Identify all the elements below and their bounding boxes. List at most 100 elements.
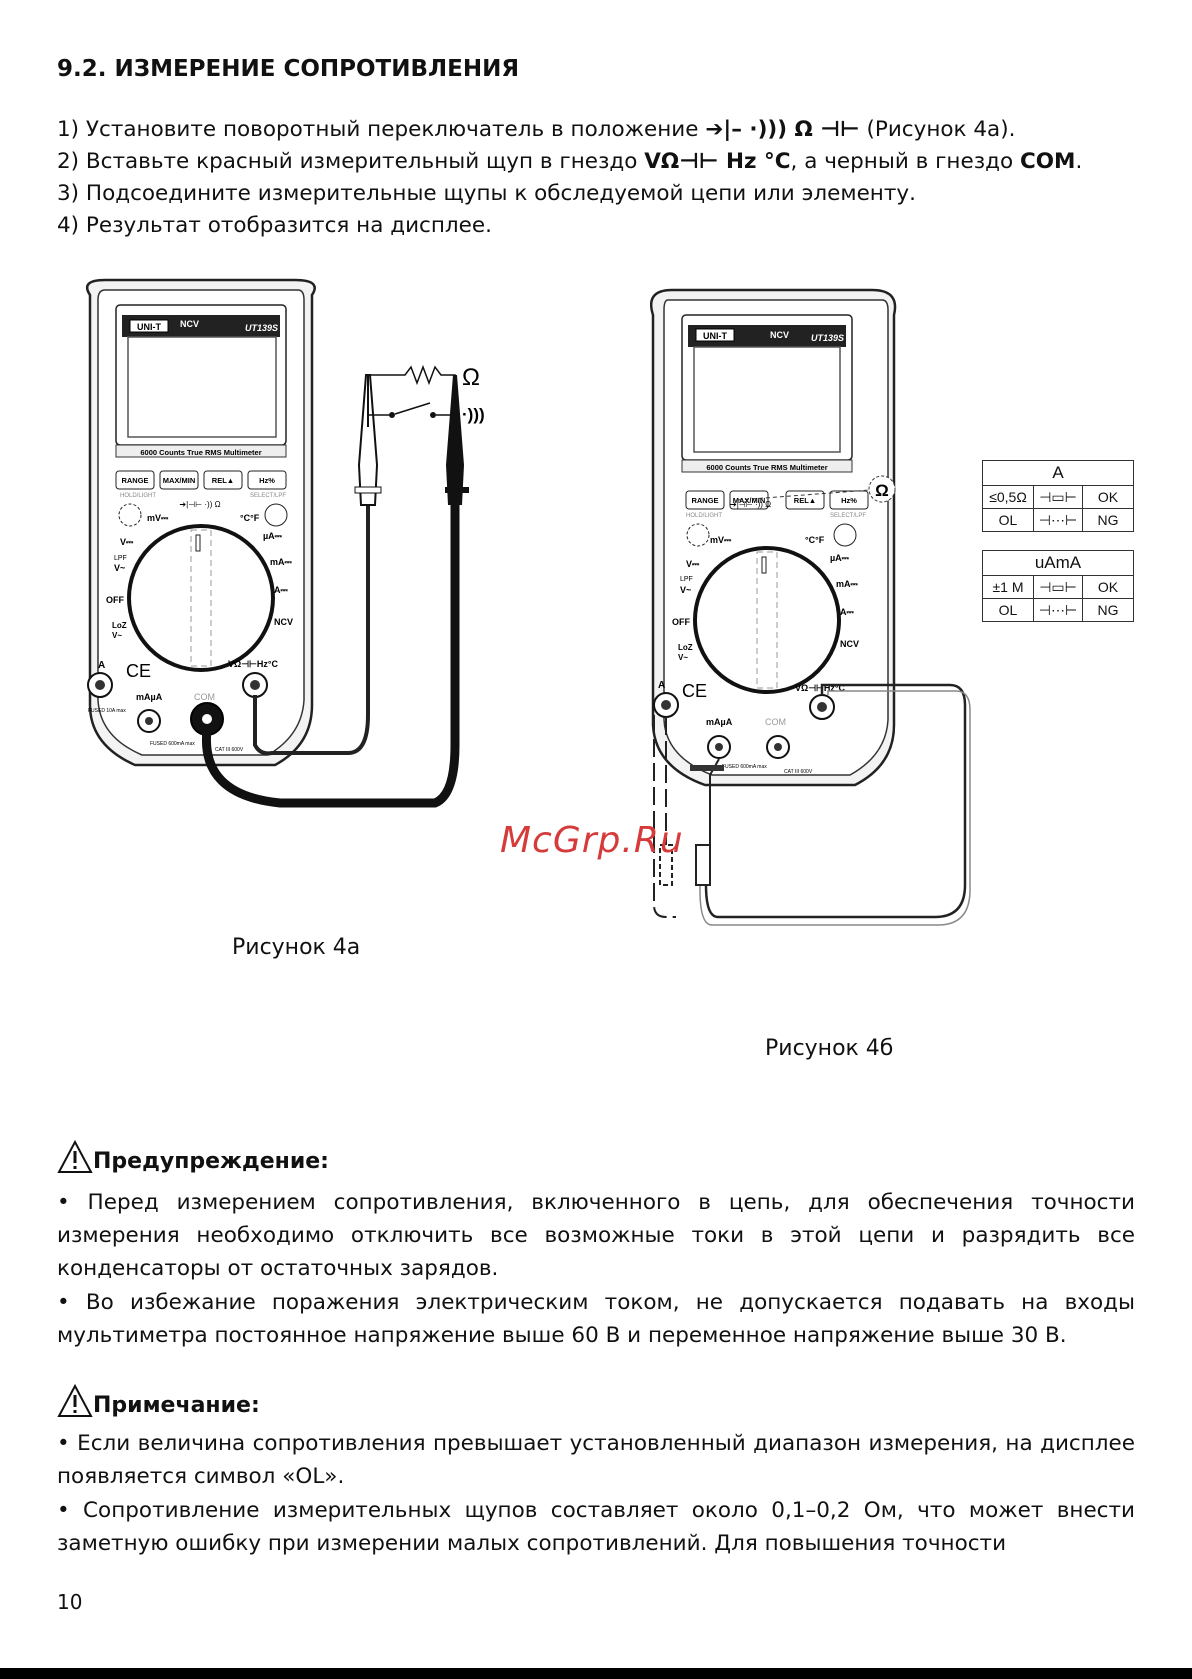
step-2-text: 2) Вставьте красный измерительный щуп в … [57, 149, 645, 174]
fuse-ok-icon: ⊣▭⊢ [1033, 485, 1083, 509]
step-2-mid: , а черный в гнездо [790, 149, 1020, 174]
black-lead-wire [201, 500, 460, 808]
dial-v-ac-b: V~ [680, 585, 691, 595]
counts-strip-b: 6000 Counts True RMS Multimeter [706, 463, 827, 472]
dial-v-dc: V⎓ [120, 537, 134, 547]
model-label-b: UT139S [811, 333, 844, 343]
meter-buttons: RANGE MAX/MIN REL▲ Hz% HOLD/LIGHT SELECT… [115, 470, 287, 499]
lcd-display-b [693, 346, 841, 453]
dial-loz: LoZ [112, 621, 127, 630]
warning-paragraph-1: • Перед измерением сопротивления, включе… [57, 1190, 1135, 1281]
fuse-broken-icon: ⊣⋯⊢ [1033, 598, 1083, 622]
maxmin-button-label-b: MAX/MIN [733, 496, 766, 505]
hz-button-label: Hz% [259, 476, 275, 485]
switch-symbol [394, 402, 431, 415]
cat-label: CAT III 600V [215, 747, 244, 753]
fuse-ma-label-b: FUSED 600mA max [722, 764, 767, 770]
footer-bar [0, 1668, 1192, 1679]
table-a-r2-c3: NG [1082, 508, 1134, 532]
resistor-symbol [367, 364, 456, 407]
jack-a-label: A [98, 660, 105, 671]
page-number: 10 [57, 1590, 83, 1614]
jack-mua-label: mAµA [136, 692, 163, 702]
select-lpf-label: SELECT/LPF [250, 493, 286, 499]
warning-heading: Предупреждение: [57, 1140, 329, 1174]
dial-ma-b: mA⎓ [836, 579, 859, 589]
dial-v-ac: V~ [114, 563, 125, 573]
step-1: 1) Установите поворотный переключатель в… [57, 114, 1015, 146]
warning-paragraph-2: • Во избежание поражения электрическим т… [57, 1290, 1135, 1348]
ncv-label: NCV [180, 319, 199, 329]
warning-triangle-icon [57, 1140, 93, 1173]
rel-button-label: REL▲ [212, 476, 234, 485]
dial-ohm-position-b: ➔|⊣⊢ ·)) Ω [730, 500, 771, 509]
dial-loz-v-b: V~ [678, 653, 688, 662]
lead-mua [709, 758, 720, 845]
dial-lpf: LPF [114, 555, 127, 562]
table-a-r1-c1: ≤0,5Ω [982, 485, 1034, 509]
brand-logo: UNI-T [137, 322, 161, 332]
figure-4b: UNI-T NCV UT139S 6000 Counts True RMS Mu… [650, 288, 971, 926]
dial-mv: mV⎓ [147, 513, 169, 523]
dial-loz-v: V~ [112, 631, 122, 640]
probe-b [695, 844, 711, 886]
dial-cf: °C°F [240, 513, 260, 523]
dial-ua: µA⎓ [263, 531, 283, 541]
v-ohm-jack-symbol: VΩ⊣⊢ Hz °C [644, 149, 791, 174]
lcd-display [127, 336, 277, 438]
table-uama-r1-c1: ±1 M [982, 575, 1034, 599]
range-button-label-b: RANGE [691, 496, 718, 505]
fuse-a-label: FUSED 10A max [88, 708, 126, 714]
dial-off-b: OFF [672, 617, 690, 627]
section-heading: 9.2. ИЗМЕРЕНИЕ СОПРОТИВЛЕНИЯ [57, 56, 520, 82]
cat-label-b: CAT III 600V [784, 769, 813, 775]
warning-triangle-icon [57, 1384, 93, 1417]
step-3: 3) Подсоедините измерительные щупы к обс… [57, 181, 916, 206]
note-paragraph-2: • Сопротивление измерительных щупов сост… [57, 1498, 1135, 1556]
model-label: UT139S [245, 323, 278, 333]
note-paragraph-1: • Если величина сопротивления превышает … [57, 1431, 1135, 1489]
dial-ohm-position: ➔|⊣⊢ ·)) Ω [179, 500, 220, 509]
range-button-label: RANGE [121, 476, 148, 485]
ohm-icon: Ω [462, 364, 480, 391]
step-2-end: . [1075, 149, 1083, 174]
fuse-ma-label: FUSED 600mA max [150, 741, 195, 747]
meter-buttons-b: RANGE MAX/MIN REL▲ Hz% HOLD/LIGHT SELECT… [685, 490, 869, 519]
table-uama-r2-c3: NG [1082, 598, 1134, 622]
dial-cf-b: °C°F [805, 535, 825, 545]
ohm-marker: Ω [875, 481, 889, 500]
step-4: 4) Результат отобразится на дисплее. [57, 213, 492, 238]
figure-4a: UNI-T NCV UT139S 6000 Counts True RMS Mu… [85, 278, 485, 808]
jack-a-label-b: A [658, 680, 665, 691]
table-uama-title: uAmA [982, 550, 1134, 576]
rel-button-label-b: REL▲ [794, 496, 816, 505]
table-uama-r2-c1: OL [982, 598, 1034, 622]
fuse-broken-icon: ⊣⋯⊢ [1033, 508, 1083, 532]
black-probe [446, 375, 464, 505]
lead-v-to-probe [704, 683, 967, 919]
table-uama: uAmA ±1 M ⊣▭⊢ OK OL ⊣⋯⊢ NG [982, 550, 1134, 622]
note-title: Примечание: [93, 1393, 260, 1418]
jack-com-label: COM [194, 692, 215, 702]
brand-logo-b: UNI-T [703, 331, 727, 341]
caption-figure-4b: Рисунок 4б [765, 1036, 894, 1061]
ce-mark-b: CE [682, 681, 707, 701]
warning-title: Предупреждение: [93, 1149, 329, 1174]
fuse-ok-icon: ⊣▭⊢ [1033, 575, 1083, 599]
dial-loz-b: LoZ [678, 643, 693, 652]
dial-a: A⎓ [274, 585, 288, 595]
test-circuit: Ω ·))) [367, 364, 485, 427]
dial-ua-b: µA⎓ [830, 553, 850, 563]
select-lpf-label-b: SELECT/LPF [830, 513, 866, 519]
watermark: McGrp.Ru [500, 820, 684, 861]
dial-ma: mA⎓ [270, 557, 293, 567]
dial-a-b: A⎓ [840, 607, 854, 617]
jack-mua-label-b: mAµA [706, 717, 733, 727]
step-1-ref: (Рисунок 4а). [859, 117, 1016, 142]
rotary-dial: mV⎓ V⎓ LPF V~ OFF LoZ V~ ➔|⊣⊢ ·)) Ω °C°F… [106, 500, 293, 672]
select-button [264, 503, 288, 527]
sound-icon: ·))) [462, 405, 485, 424]
hold-light-label: HOLD/LIGHT [120, 493, 156, 499]
table-uama-r1-c3: OK [1082, 575, 1134, 599]
com-jack-label: COM [1020, 149, 1076, 174]
